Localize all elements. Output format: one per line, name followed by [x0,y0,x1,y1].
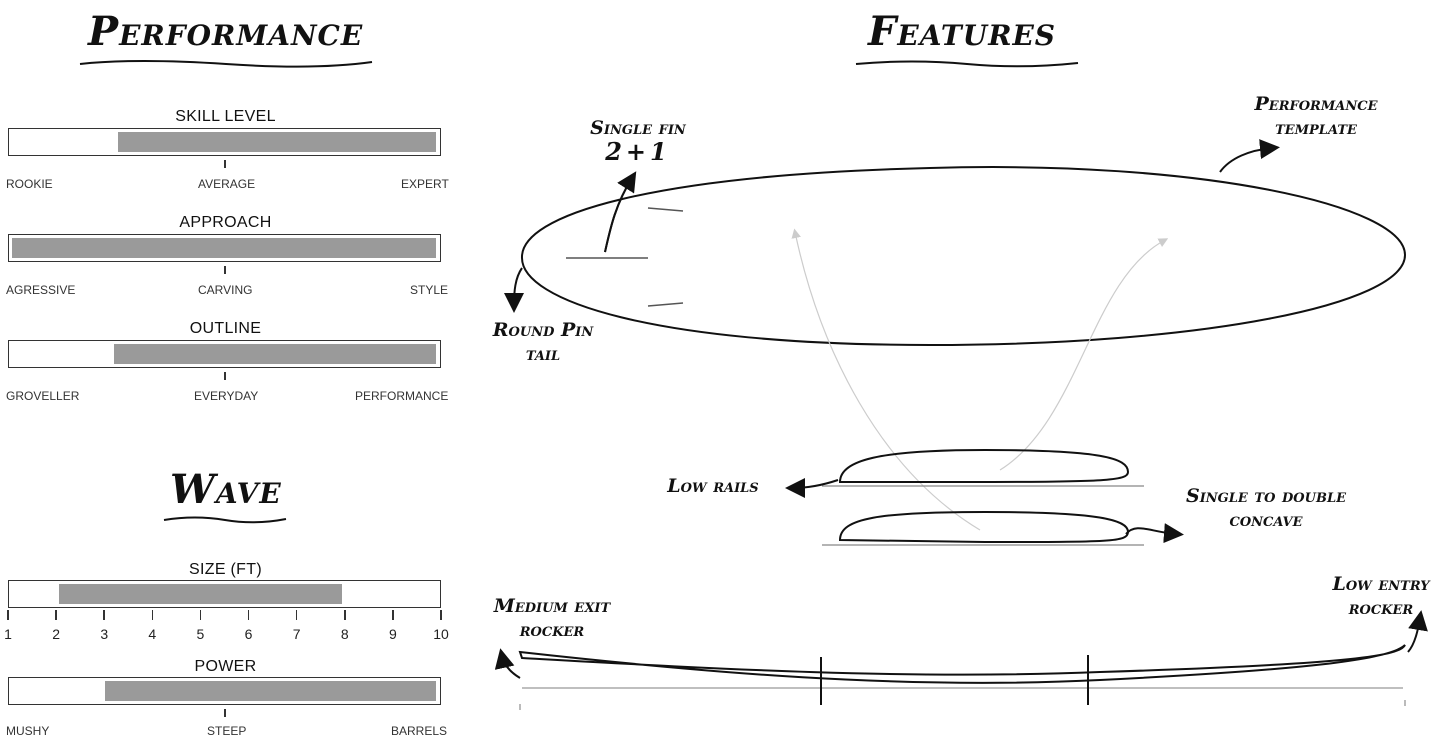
rail-section-bottom [838,510,1130,544]
power-fill [105,681,436,701]
size-scale-number: 2 [52,626,60,642]
power-label-mid: STEEP [207,724,247,738]
features-underline [855,60,1079,68]
skill-level-tick [224,160,226,168]
rails-arrow [785,477,839,498]
size-scale-tick [55,610,57,620]
skill-label-left: ROOKIE [6,177,53,191]
entry-rocker-arrow [1407,610,1428,653]
size-scale-tick [151,610,154,620]
outline-meter [8,340,441,368]
outline-fill [113,344,436,364]
approach-tick [224,266,226,274]
skill-label-right: EXPERT [401,177,449,191]
size-scale-number: 10 [433,626,449,642]
tail-note-line1: Round Pin [492,319,594,341]
approach-label-mid: CARVING [198,283,253,297]
size-scale-number: 6 [244,626,253,642]
fin-arrow-head [604,171,637,253]
fin-marker-side-bottom [647,302,684,307]
outline-label-left: GROVELLER [6,389,80,403]
tail-note-line2: tail [525,343,561,365]
fin-note-line2: 2+1 [605,137,671,166]
size-scale-number: 9 [388,626,397,642]
size-scale-number: 8 [340,626,349,642]
features-heading: Features [868,8,1057,55]
outline-title: OUTLINE [189,320,262,337]
tail-arrow [504,267,525,313]
tail-note: Round Pin tail [478,318,608,366]
concave-arrow [1125,523,1184,544]
fin-marker-side-top [647,207,684,212]
power-meter [8,677,441,705]
entry-rocker-note-line1: Low entry [1332,573,1430,595]
power-label-left: MUSHY [6,724,50,738]
size-scale-tick [392,610,394,620]
size-scale-tick [103,610,105,620]
rail-section-top [838,448,1130,483]
size-title: SIZE (FT) [189,561,262,578]
approach-meter [8,234,441,262]
size-scale-number: 7 [292,626,301,642]
outline-label-mid: EVERYDAY [194,389,259,403]
entry-rocker-note: Low entry rocker [1320,572,1442,620]
size-scale-tick [199,610,202,620]
size-scale-number: 3 [100,626,109,642]
concave-note-line1: Single to double [1185,485,1347,507]
concave-note: Single to double concave [1166,484,1366,532]
size-scale-tick [440,610,442,620]
skill-level-meter [8,128,441,156]
fin-note: Single fin 2+1 [578,116,698,164]
approach-title: APPROACH [179,214,272,231]
size-scale-number: 5 [196,626,205,642]
skill-level-title: SKILL LEVEL [175,108,276,125]
wave-underline [163,516,287,524]
wave-heading: Wave [170,466,282,513]
exit-rocker-note: Medium exit rocker [472,594,632,642]
size-fill [59,584,342,604]
power-tick [224,709,226,717]
approach-label-left: AGRESSIVE [6,283,76,297]
fin-note-line1: Single fin [590,117,686,139]
exit-rocker-note-line1: Medium exit [493,595,611,617]
exit-rocker-note-line2: rocker [519,619,585,641]
exit-rocker-arrow [494,648,521,679]
template-note-line1: Performance [1254,93,1378,115]
size-scale-tick [295,610,298,620]
size-meter [8,580,441,608]
power-title: POWER [194,658,257,675]
skill-label-mid: AVERAGE [198,177,256,191]
concave-note-line2: concave [1229,509,1303,531]
outline-label-right: PERFORMANCE [355,389,449,403]
performance-underline [79,60,373,68]
size-scale-tick [7,610,9,620]
fin-arrow [604,172,636,253]
size-scale-number: 1 [4,626,12,642]
guide-arrow-right [999,238,1169,471]
size-scale-tick [344,610,346,620]
board-outline [520,166,1407,347]
template-arrow [1219,139,1280,173]
entry-rocker-note-line2: rocker [1348,597,1414,619]
size-scale-tick [247,610,250,620]
approach-label-right: STYLE [410,283,449,297]
template-note: Performance template [1228,92,1404,140]
approach-fill [12,238,436,258]
size-scale-number: 4 [148,626,157,642]
guide-arrow-left [791,228,981,531]
performance-heading: Performance [88,8,364,55]
power-label-right: BARRELS [391,724,448,738]
skill-level-fill [118,132,436,152]
rocker-profile [518,644,1406,684]
rails-note: Low rails [667,475,759,497]
template-note-line2: template [1275,117,1357,139]
outline-tick [224,372,226,380]
